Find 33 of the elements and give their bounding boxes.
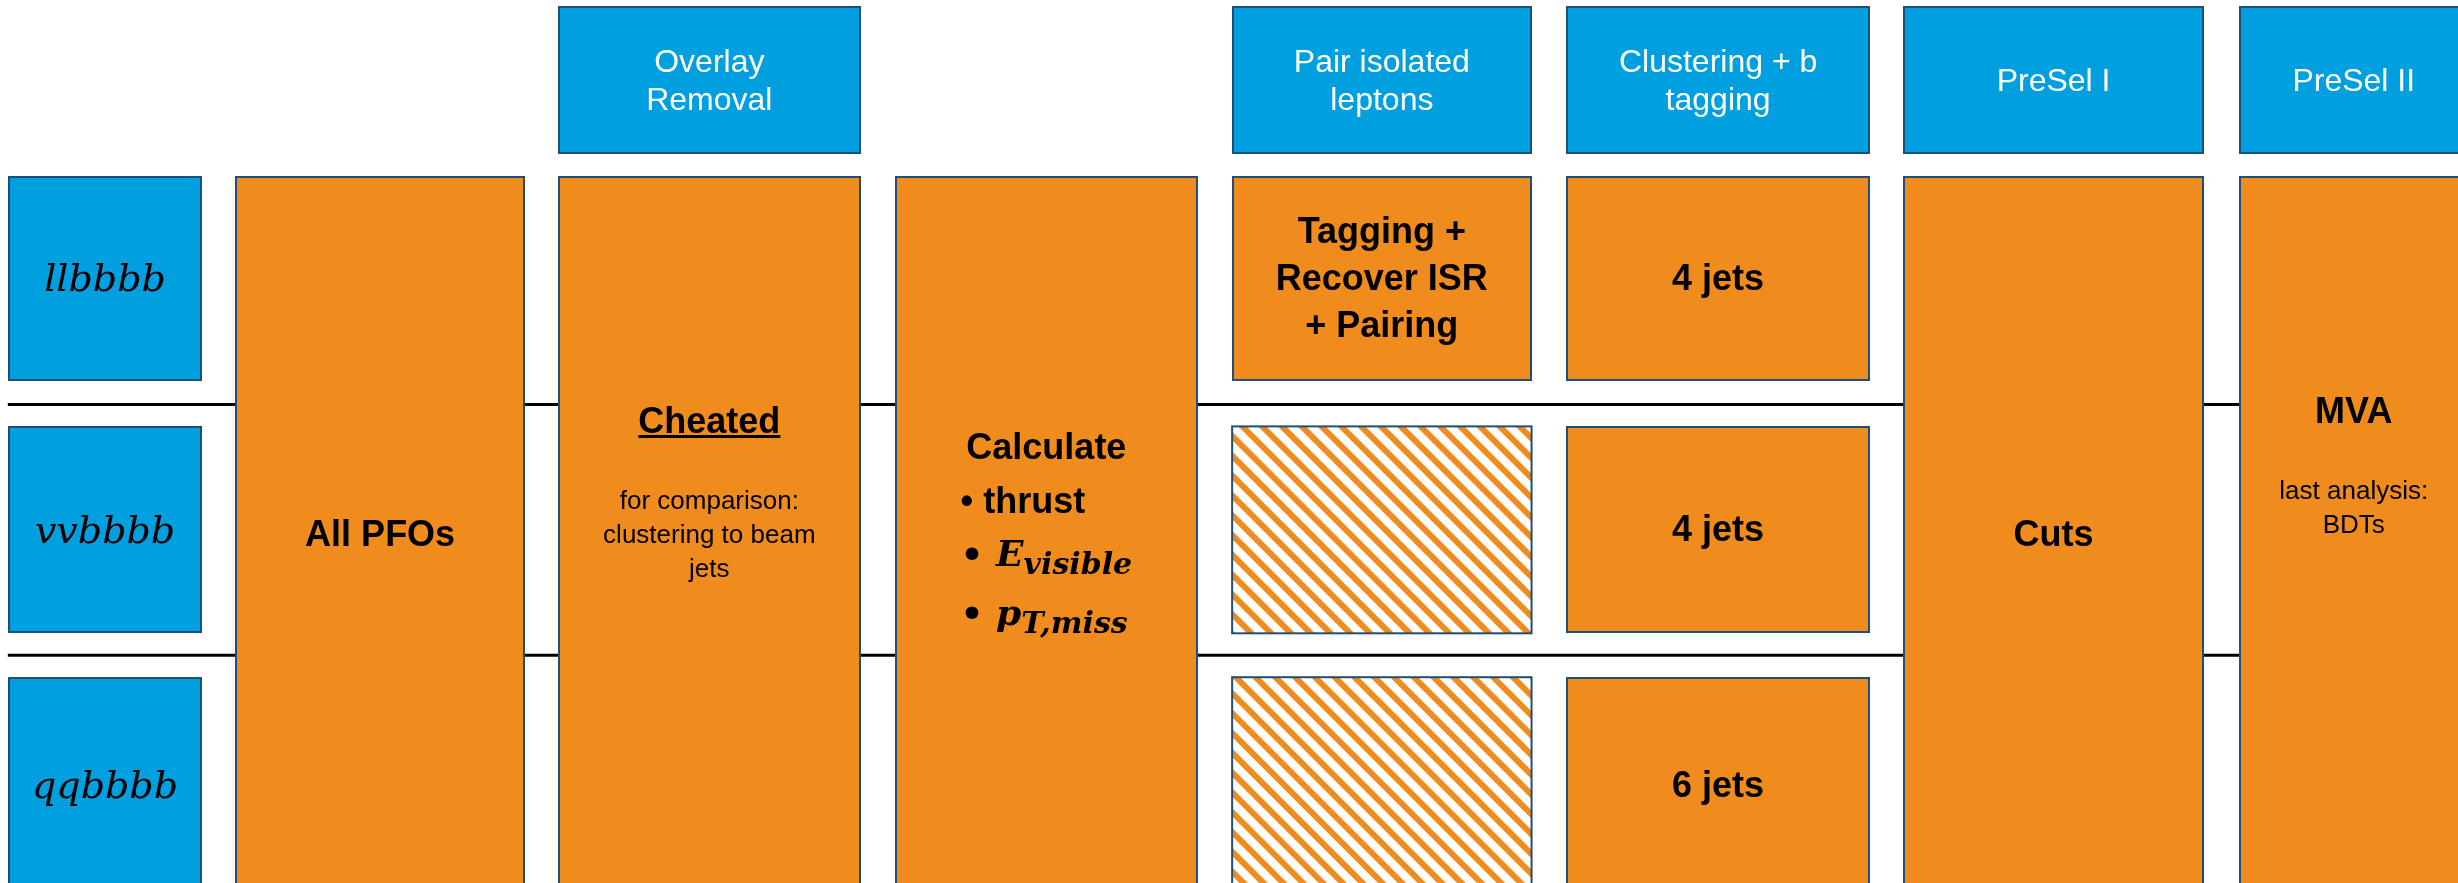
process-box (895, 175, 1198, 883)
header-box: Pair isolated leptons (1232, 6, 1532, 154)
channel-box: llbbbb (7, 175, 203, 381)
process-box (1566, 677, 1871, 883)
box-note: for comparison: clustering to beam jets (602, 484, 817, 585)
box-heading: Cuts (2013, 512, 2094, 557)
box-heading: MVA (2315, 388, 2393, 433)
channel-box: qqbbbb (7, 677, 203, 883)
bullet-item: • thrust (960, 479, 1087, 524)
process-box (1903, 175, 2205, 883)
box-heading: 6 jets (1672, 762, 1765, 807)
box-heading: Tagging + Recover ISR + Pairing (1274, 209, 1489, 347)
box-heading: 4 jets (1672, 507, 1765, 552)
header-box: PreSel II (2238, 6, 2458, 154)
box-heading: Calculate (966, 425, 1127, 470)
box-heading: Cheated (638, 398, 781, 443)
process-box (1232, 175, 1532, 381)
process-box (1566, 175, 1871, 381)
bullet-item: • p$_{T,miss}$ (960, 590, 1129, 643)
process-box (235, 175, 526, 883)
header-box: Clustering + b tagging (1566, 6, 1871, 154)
box-note: last analysis: BDTs (2278, 474, 2430, 542)
hatched-box (1231, 676, 1533, 883)
bullet-item: • E$_{visible}$ (960, 531, 1133, 584)
process-box (1566, 426, 1871, 634)
box-heading: All PFOs (305, 512, 456, 557)
process-box (558, 175, 861, 883)
hatched-box (1231, 425, 1533, 635)
channel-box: vvbbbb (7, 426, 203, 634)
header-box: Overlay Removal (558, 6, 861, 154)
process-box (2238, 175, 2458, 883)
header-box: PreSel I (1903, 6, 2205, 154)
box-heading: 4 jets (1672, 255, 1765, 300)
